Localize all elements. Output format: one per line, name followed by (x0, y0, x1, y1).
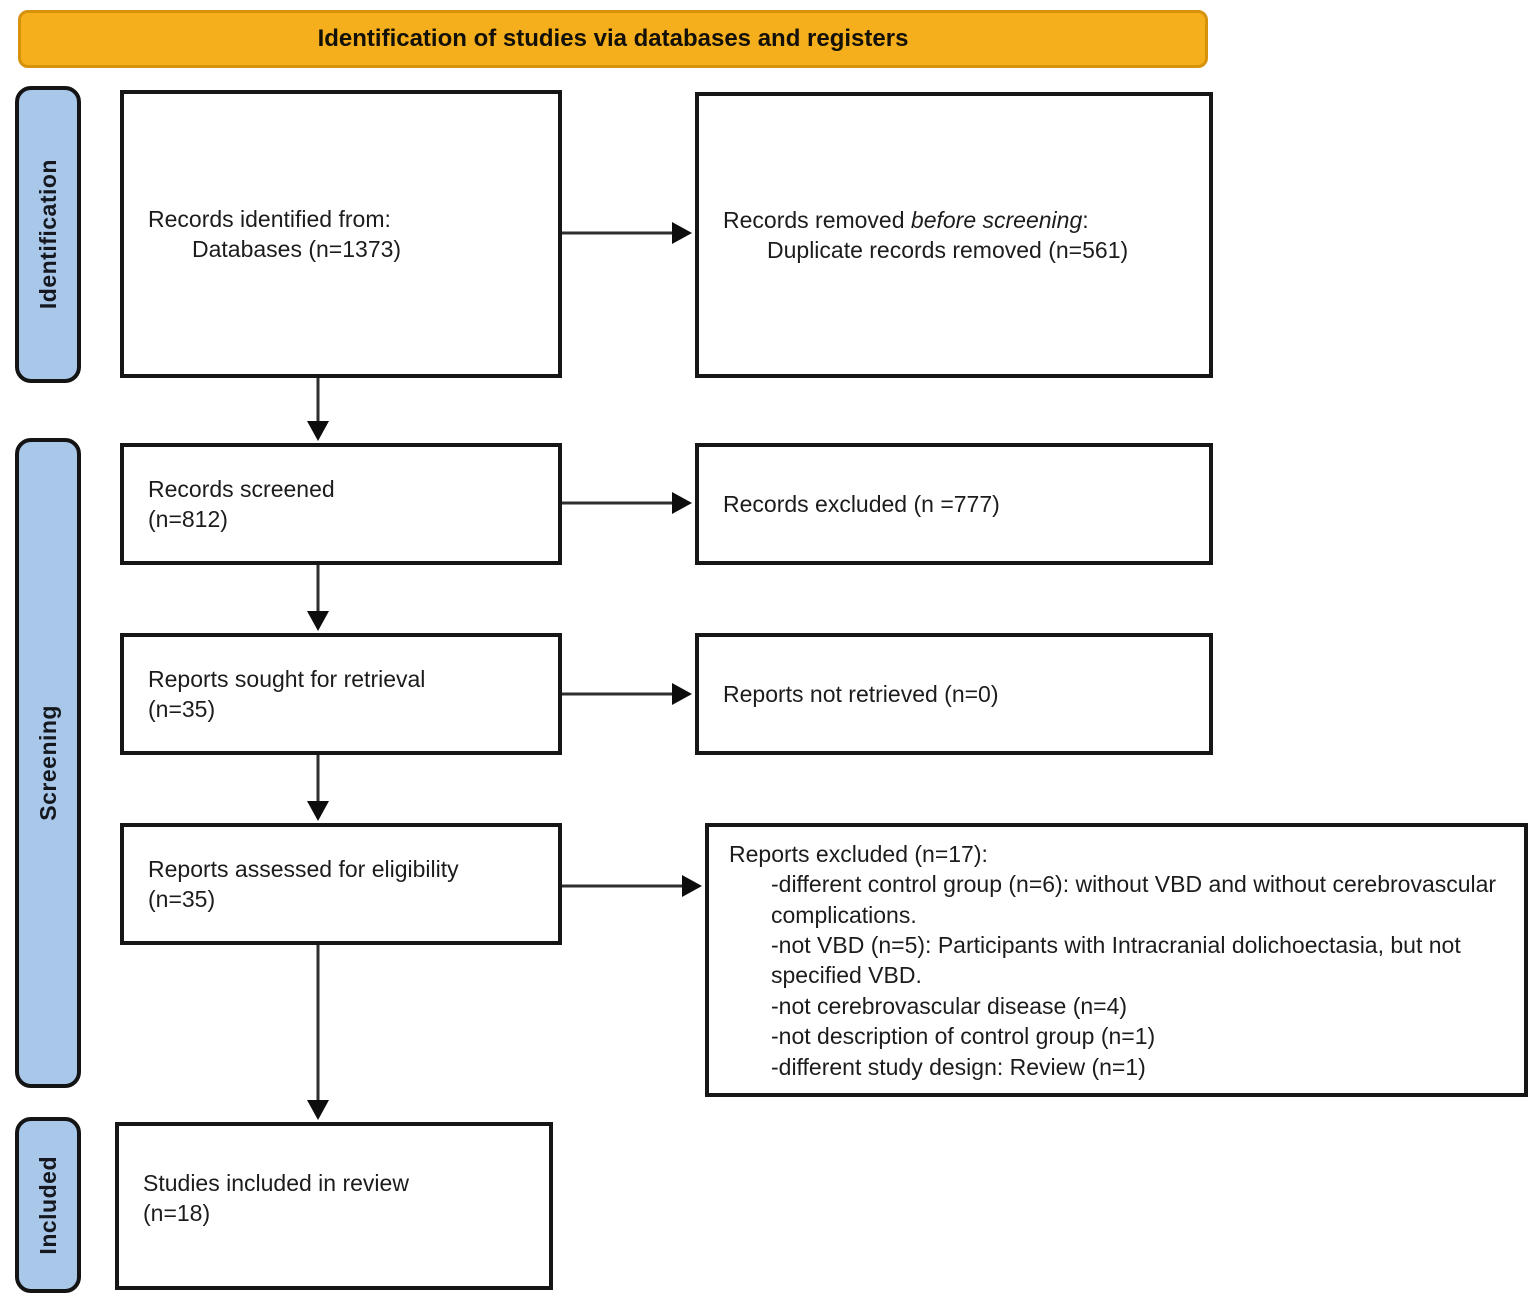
reports-excluded-item: -not description of control group (n=1) (771, 1023, 1156, 1050)
box-records-identified: Records identified from: Databases (n=13… (120, 90, 562, 378)
records-screened-line1: Records screened (148, 475, 335, 502)
studies-included-line2: (n=18) (143, 1200, 211, 1227)
arrowhead-right-icon (672, 683, 692, 705)
records-identified-line2: Databases (n=1373) (192, 236, 402, 262)
box-records-excluded: Records excluded (n =777) (695, 443, 1213, 565)
arrowhead-down-icon (307, 611, 329, 631)
records-removed-line1: Records removed before screening: (723, 205, 1195, 235)
arrowhead-down-icon (307, 801, 329, 821)
reports-not-retrieved-line1: Reports not retrieved (n=0) (723, 680, 999, 707)
stage-label-included: Included (15, 1117, 81, 1293)
diagram-title-banner: Identification of studies via databases … (18, 10, 1208, 68)
stage-label-screening: Screening (15, 438, 81, 1088)
box-reports-excluded: Reports excluded (n=17): -different cont… (705, 823, 1528, 1097)
arrow-identified-to-screened (307, 378, 329, 441)
arrowhead-right-icon (672, 492, 692, 514)
arrowhead-down-icon (307, 1100, 329, 1120)
arrow-line (316, 378, 320, 425)
box-reports-sought: Reports sought for retrieval (n=35) (120, 633, 562, 755)
stage-label-identification: Identification (15, 86, 81, 383)
arrow-line (316, 945, 320, 1104)
records-removed-italic: before screening (910, 206, 1083, 233)
arrow-line (562, 501, 676, 505)
arrow-line (562, 231, 676, 235)
diagram-title: Identification of studies via databases … (317, 25, 909, 52)
arrow-assessed-to-included (307, 945, 329, 1120)
reports-assessed-line1: Reports assessed for eligibility (148, 855, 459, 882)
arrowhead-down-icon (307, 421, 329, 441)
arrow-sought-to-not-retrieved (562, 683, 692, 705)
studies-included-line1: Studies included in review (143, 1170, 409, 1196)
arrow-line (562, 884, 686, 888)
arrow-line (562, 692, 676, 696)
reports-excluded-item: -not VBD (n=5): Participants with Intrac… (771, 932, 1461, 989)
arrow-line (316, 755, 320, 805)
reports-sought-line2: (n=35) (148, 696, 216, 722)
box-reports-assessed: Reports assessed for eligibility (n=35) (120, 823, 562, 945)
stage-label-included-text: Included (34, 1155, 61, 1255)
arrow-sought-to-assessed (307, 755, 329, 821)
arrow-identified-to-removed (562, 222, 692, 244)
records-screened-line2: (n=812) (148, 506, 228, 532)
arrow-line (316, 565, 320, 615)
arrowhead-right-icon (682, 875, 702, 897)
reports-excluded-item: -different control group (n=6): without … (771, 871, 1497, 928)
stage-label-screening-text: Screening (34, 705, 61, 821)
records-removed-post: : (1082, 206, 1089, 233)
records-removed-pre: Records removed (723, 206, 911, 233)
records-removed-line2: Duplicate records removed (n=561) (767, 237, 1129, 263)
reports-sought-line1: Reports sought for retrieval (148, 665, 426, 692)
reports-assessed-line2: (n=35) (148, 886, 216, 912)
reports-excluded-item: -not cerebrovascular disease (n=4) (771, 992, 1128, 1019)
arrow-screened-to-sought (307, 565, 329, 631)
arrow-screened-to-excluded (562, 492, 692, 514)
arrowhead-right-icon (672, 222, 692, 244)
box-records-removed: Records removed before screening: Duplic… (695, 92, 1213, 378)
records-identified-line1: Records identified from: (148, 205, 391, 232)
reports-excluded-item: -different study design: Review (n=1) (771, 1053, 1146, 1080)
records-excluded-line1: Records excluded (n =777) (723, 490, 1000, 517)
box-studies-included: Studies included in review (n=18) (115, 1122, 553, 1290)
reports-excluded-header: Reports excluded (n=17): (729, 841, 988, 867)
box-reports-not-retrieved: Reports not retrieved (n=0) (695, 633, 1213, 755)
box-records-screened: Records screened (n=812) (120, 443, 562, 565)
stage-label-identification-text: Identification (34, 159, 61, 310)
arrow-assessed-to-reports-excluded (562, 875, 702, 897)
